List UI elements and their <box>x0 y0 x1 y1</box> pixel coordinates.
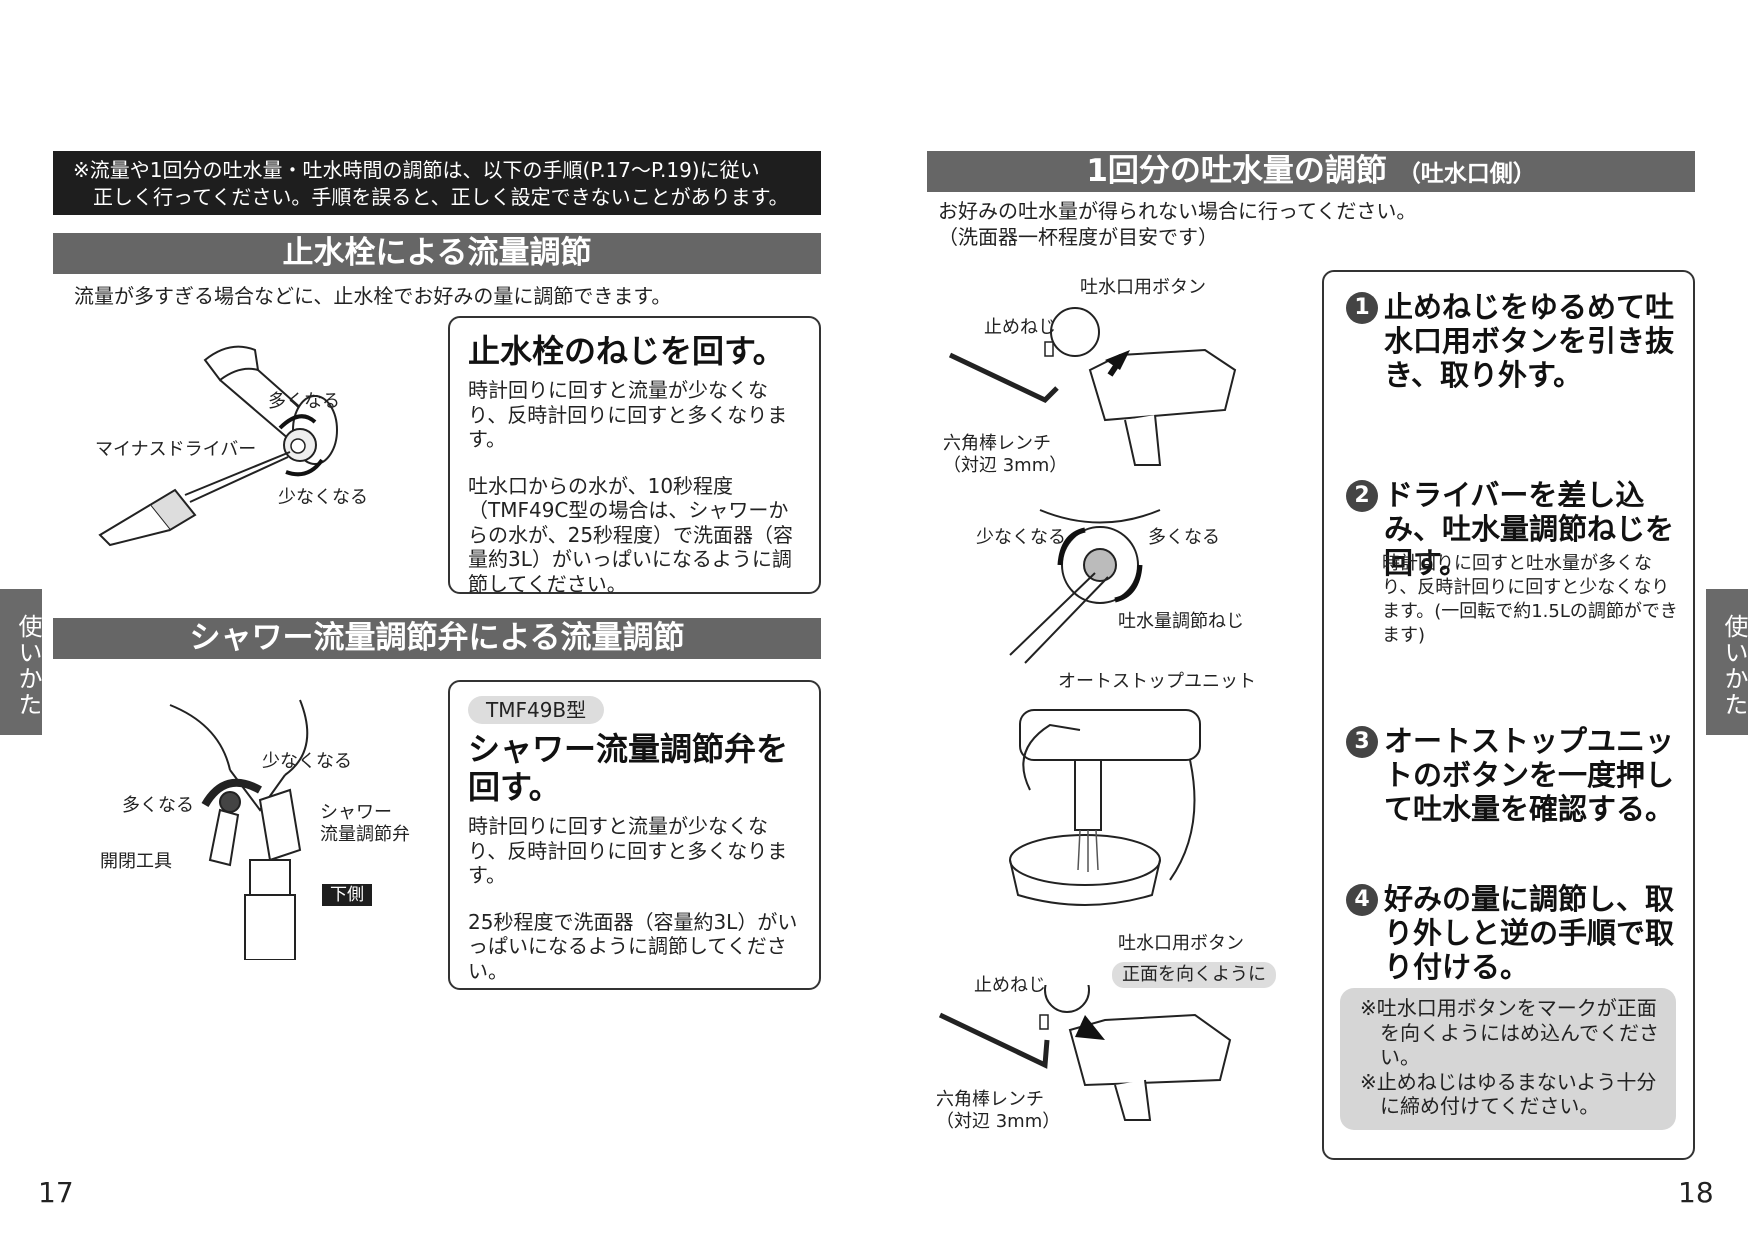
label-bottom-side: 下側 <box>322 884 372 906</box>
label-hex-wrench-2: 六角棒レンチ <box>936 1089 1044 1110</box>
stopcock-box-p1: 時計回りに回すと流量が少なくなり、反時計回りに回すと多くなります。 <box>468 378 788 451</box>
label-auto-stop: オートストップユニット <box>1058 671 1256 692</box>
notice-line-1: ※流量や1回分の吐水量・吐水時間の調節は、以下の手順(P.17〜P.19)に従い <box>73 158 760 182</box>
page-number-right: 18 <box>1678 1176 1714 1209</box>
notice-line-2: 正しく行ってください。手順を誤ると、正しく設定できないことがあります。 <box>93 185 789 209</box>
shower-valve-instruction-box: TMF49B型 シャワー流量調節弁を回す。 時計回りに回すと流量が少なくなり、反… <box>448 680 821 990</box>
note-1: ※吐水口用ボタンをマークが正面を向くようにはめ込んでください。 <box>1360 996 1659 1069</box>
section-title-spout-volume: 1回分の吐水量の調節 （吐水口側） <box>927 151 1695 192</box>
section-lead-stopcock: 流量が多すぎる場合などに、止水栓でお好みの量に調節できます。 <box>74 284 672 308</box>
step-2-sub: 時計回りに回すと吐水量が多くなり、反時計回りに回すと少なくなります。(一回転で約… <box>1382 553 1678 646</box>
section-title-stopcock: 止水栓による流量調節 <box>53 233 821 274</box>
model-badge: TMF49B型 <box>468 696 605 724</box>
step-1-number: 1 <box>1346 292 1378 324</box>
label-valve-name2: 流量調節弁 <box>320 824 410 845</box>
faucet-attach-illustration <box>938 985 1232 1121</box>
adjust-screw-illustration <box>1009 509 1161 664</box>
step-4-text: 好みの量に調節し、取り外しと逆の手順で取り付ける。 <box>1384 882 1675 984</box>
step-3-number: 3 <box>1346 726 1378 758</box>
shower-valve-illustration <box>169 699 309 960</box>
step-3-text: オートストップユニットのボタンを一度押して吐水量を確認する。 <box>1384 724 1675 826</box>
step-4: 4 好みの量に調節し、取り外しと逆の手順で取り付ける。 <box>1346 882 1676 984</box>
stopcock-box-p2: 吐水口からの水が、10秒程度（TMF49C型の場合は、シャワーからの水が、25秒… <box>468 473 794 596</box>
notice-banner: ※流量や1回分の吐水量・吐水時間の調節は、以下の手順(P.17〜P.19)に従い… <box>53 151 821 215</box>
shower-valve-box-p1: 時計回りに回すと流量が少なくなり、反時計回りに回すと多くなります。 <box>468 814 788 887</box>
side-tab-right: 使いかた <box>1706 589 1748 735</box>
label-adjust-screw: 吐水量調節ねじ <box>1118 611 1244 632</box>
shower-valve-box-title: シャワー流量調節弁を回す。 <box>468 730 789 806</box>
step-3: 3 オートストップユニットのボタンを一度押して吐水量を確認する。 <box>1346 724 1676 826</box>
section-title-main: 1回分の吐水量の調節 <box>1086 153 1387 189</box>
label-hex-size: （対辺 3mm） <box>943 455 1068 476</box>
label-hex-size-2: （対辺 3mm） <box>936 1111 1061 1132</box>
side-tab-left: 使いかた <box>0 589 42 735</box>
section-title-shower-valve: シャワー流量調節弁による流量調節 <box>53 618 821 659</box>
label-adjust-less: 少なくなる <box>976 527 1066 548</box>
steps-box: 1 止めねじをゆるめて吐水口用ボタンを引き抜き、取り外す。 2 ドライバーを差し… <box>1322 270 1695 1160</box>
step-2-number: 2 <box>1346 480 1378 512</box>
step-4-number: 4 <box>1346 884 1378 916</box>
stopcock-box-title: 止水栓のねじを回す。 <box>468 332 785 370</box>
label-stop-screw: 止めねじ <box>984 317 1056 338</box>
label-valve-less: 少なくなる <box>262 751 352 772</box>
step-1: 1 止めねじをゆるめて吐水口用ボタンを引き抜き、取り外す。 <box>1346 290 1676 392</box>
label-less: 少なくなる <box>278 487 368 508</box>
label-hex-wrench: 六角棒レンチ <box>943 433 1051 454</box>
note-2: ※止めねじはゆるまないよう十分に締め付けてください。 <box>1360 1069 1657 1119</box>
step-2: 2 ドライバーを差し込み、吐水量調節ねじを回す。 <box>1346 478 1676 580</box>
spout-lead-2: （洗面器一杯程度が目安です） <box>938 225 1218 249</box>
label-screwdriver: マイナスドライバー <box>95 439 257 460</box>
stopcock-illustration <box>98 345 338 547</box>
label-spout-button-2: 吐水口用ボタン <box>1118 933 1244 954</box>
label-valve-more: 多くなる <box>122 795 194 816</box>
shower-valve-box-p2: 25秒程度で洗面器（容量約3L）がいっぱいになるように調節してください。 <box>468 909 798 983</box>
page-number-left: 17 <box>38 1176 74 1209</box>
spout-lead-1: お好みの吐水量が得られない場合に行ってください。 <box>938 199 1417 223</box>
step-1-text: 止めねじをゆるめて吐水口用ボタンを引き抜き、取り外す。 <box>1384 290 1675 392</box>
label-valve-name1: シャワー <box>320 802 392 823</box>
label-adjust-more: 多くなる <box>1148 527 1220 548</box>
label-spout-button: 吐水口用ボタン <box>1080 277 1206 298</box>
label-more: 多くなる <box>268 391 340 412</box>
section-title-sub: （吐水口側） <box>1397 161 1536 187</box>
faucet-remove-illustration <box>948 307 1237 466</box>
auto-stop-illustration <box>1009 709 1201 906</box>
label-face-front: 正面を向くように <box>1112 962 1276 988</box>
step-2-text: ドライバーを差し込み、吐水量調節ねじを回す。 <box>1384 478 1675 580</box>
notes-box: ※吐水口用ボタンをマークが正面を向くようにはめ込んでください。 ※止めねじはゆる… <box>1340 988 1676 1130</box>
label-tool: 開閉工具 <box>100 851 172 872</box>
stopcock-instruction-box: 止水栓のねじを回す。 時計回りに回すと流量が少なくなり、反時計回りに回すと多くな… <box>448 316 821 596</box>
label-stop-screw-2: 止めねじ <box>974 975 1046 996</box>
